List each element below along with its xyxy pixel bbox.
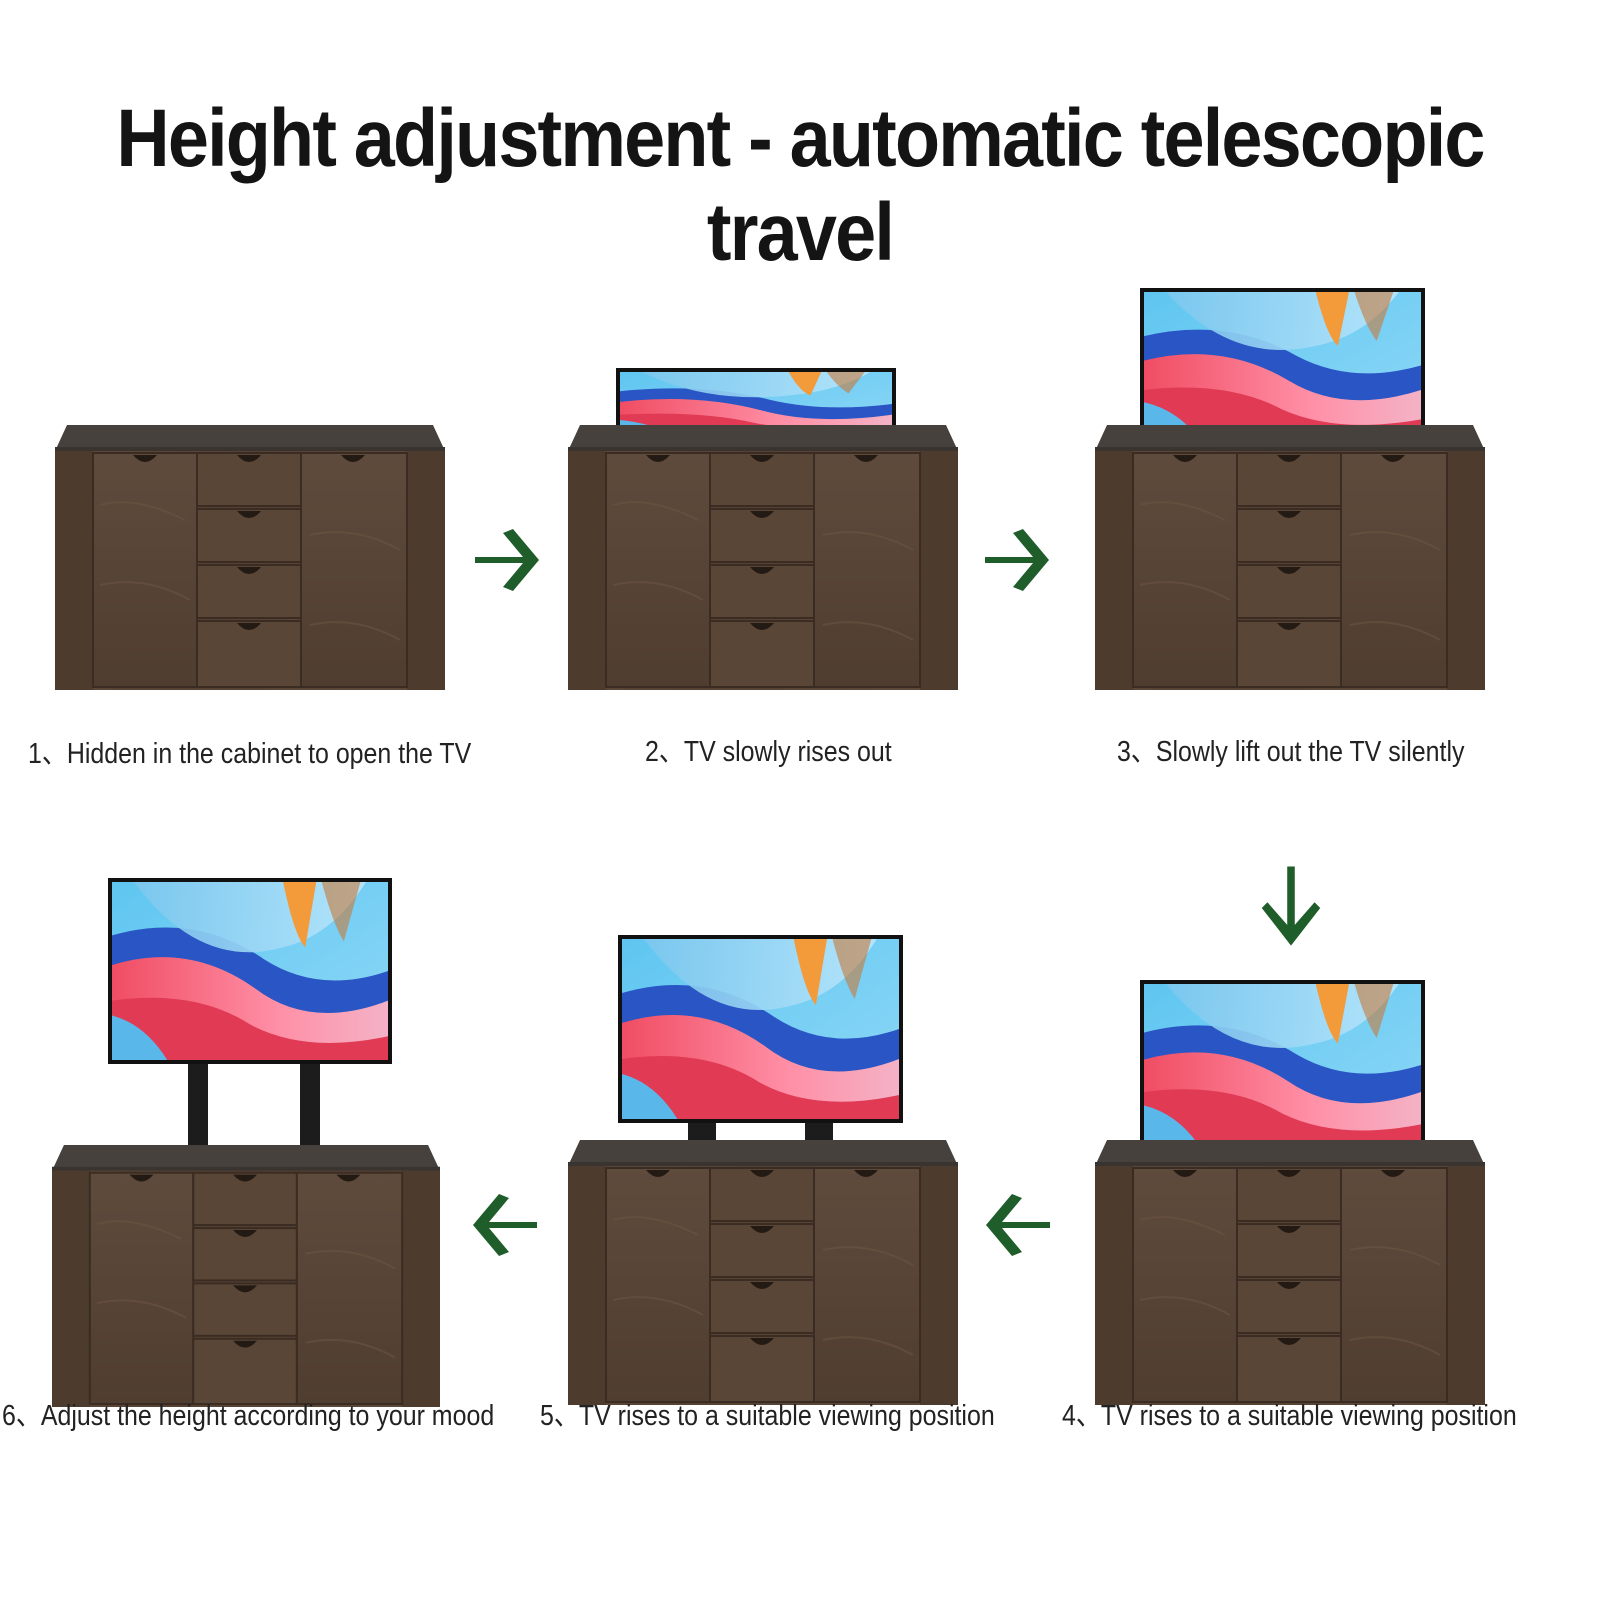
tv-3 — [1140, 288, 1425, 443]
step-3-illustration — [1095, 288, 1485, 690]
arrow-right-icon — [475, 529, 539, 591]
cabinet-3 — [1095, 425, 1485, 690]
step-5-illustration — [568, 935, 958, 1405]
arrow-down-icon — [1261, 866, 1321, 946]
arrow-left-icon — [986, 1194, 1050, 1256]
tv-4 — [1140, 980, 1425, 1150]
arrow-right-icon — [985, 529, 1049, 591]
cabinet-1 — [55, 425, 445, 690]
step-3-caption: 3、Slowly lift out the TV silently — [1117, 736, 1465, 768]
cabinet-6 — [52, 1145, 440, 1407]
step-2-illustration — [568, 368, 958, 690]
step-4-illustration — [1095, 980, 1485, 1405]
step-5-caption: 5、TV rises to a suitable viewing positio… — [540, 1400, 995, 1432]
lift-post-right — [300, 1064, 320, 1156]
step-1-illustration — [55, 425, 445, 690]
cabinet-2 — [568, 425, 958, 690]
arrow-left-icon — [473, 1194, 537, 1256]
page-title: Height adjustment - automatic telescopic… — [116, 93, 1485, 278]
step-1-caption: 1、Hidden in the cabinet to open the TV — [28, 738, 472, 770]
tv-6 — [108, 878, 392, 1156]
step-2-caption: 2、TV slowly rises out — [645, 736, 892, 768]
lift-post-left — [188, 1064, 208, 1156]
cabinet-4 — [1095, 1140, 1485, 1405]
step-6-caption: 6、Adjust the height according to your mo… — [2, 1400, 495, 1432]
cabinet-5 — [568, 1140, 958, 1405]
tv-5 — [618, 935, 903, 1147]
step-4-caption: 4、TV rises to a suitable viewing positio… — [1062, 1400, 1517, 1432]
step-6-illustration — [52, 878, 440, 1407]
